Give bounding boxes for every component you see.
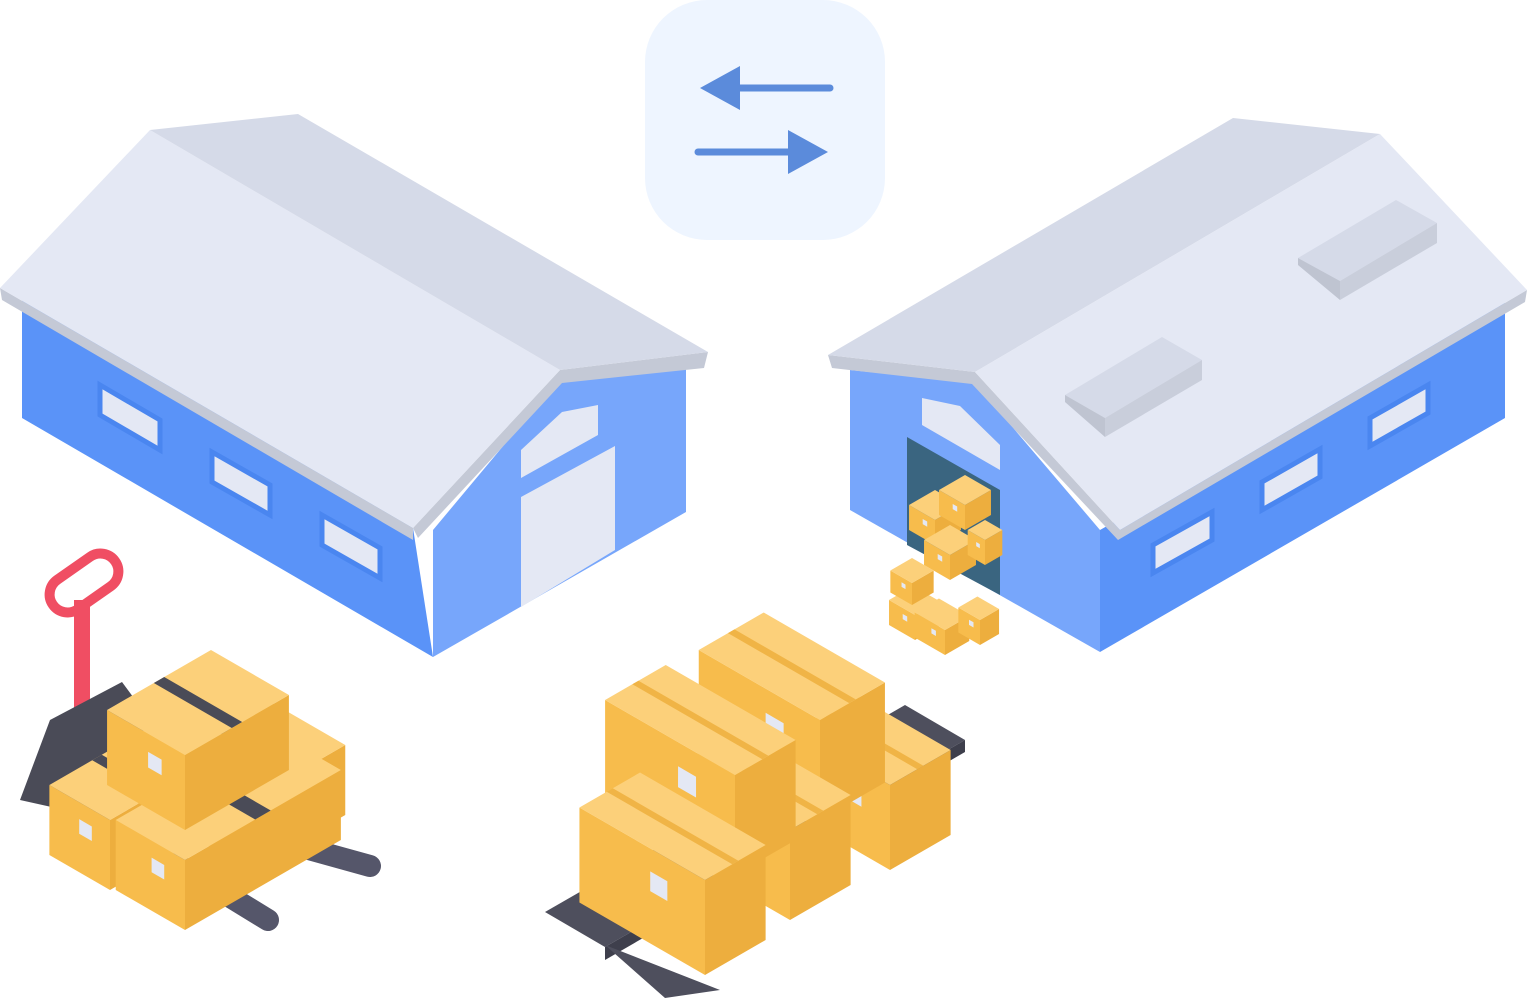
icon-tile [645, 0, 885, 240]
window [1150, 507, 1215, 578]
box-left-face [914, 612, 945, 655]
window [1367, 380, 1431, 451]
box-right-face [965, 490, 991, 530]
cardboard-box [107, 650, 289, 830]
left-warehouse [0, 114, 708, 657]
box-right-face [890, 750, 951, 870]
cardboard-box [939, 475, 991, 530]
window [97, 380, 163, 455]
box-label [952, 503, 958, 512]
box-label [931, 628, 936, 636]
box-right-face [820, 682, 885, 820]
roof-edge [0, 288, 413, 540]
box-right-face [985, 530, 1003, 565]
box-left-face [924, 540, 950, 580]
box-label [79, 819, 92, 841]
roof-left-slope [828, 118, 1380, 372]
gable-window [521, 405, 598, 478]
window [1259, 444, 1323, 515]
box-tape [606, 788, 739, 865]
door [521, 446, 615, 607]
box-label [976, 542, 980, 549]
box-left-face [579, 807, 705, 975]
pallet-jack-handle [74, 600, 90, 710]
box-label [922, 518, 928, 527]
box-right-face [980, 609, 1000, 645]
box-right-face [912, 570, 934, 605]
box-top-face [924, 525, 976, 555]
box-top-face [914, 598, 970, 630]
box-label [678, 766, 697, 798]
box-label [901, 582, 906, 590]
roof-vent [1298, 200, 1437, 300]
box-tape [153, 677, 243, 728]
arrow-left-icon [700, 66, 740, 110]
gable-window [922, 398, 1000, 470]
box-right-face [185, 770, 341, 930]
right-warehouse [828, 118, 1527, 652]
box-right-face [705, 845, 766, 975]
roof-right-slope [150, 114, 708, 370]
box-left-face [890, 570, 912, 605]
window [209, 447, 273, 520]
cardboard-box [579, 772, 766, 975]
window [319, 510, 383, 583]
box-top-face [958, 596, 1000, 620]
roof-vent [1065, 337, 1202, 437]
cardboard-box [890, 558, 934, 605]
exchange-icon [645, 0, 885, 240]
box-label [151, 857, 165, 880]
box-label [969, 619, 974, 628]
cardboard-box [958, 596, 1000, 645]
boxes-layer [49, 475, 1003, 975]
box-left-face [889, 600, 915, 640]
box-label [902, 613, 908, 622]
box-top-face [967, 520, 1003, 540]
box-left-face [939, 490, 965, 530]
box-left-face [958, 607, 980, 645]
box-left-face [967, 530, 985, 565]
box-top-face [939, 475, 991, 505]
box-label [937, 553, 943, 562]
box-left-face [107, 710, 185, 830]
box-label [148, 751, 162, 776]
roof-edge [413, 352, 708, 538]
pallet-jack-grip [44, 548, 124, 618]
box-top-face [890, 558, 934, 583]
box-tape [632, 680, 769, 760]
arrow-right-icon [788, 130, 828, 174]
box-label [650, 871, 668, 901]
box-tape [727, 629, 856, 704]
box-left-face [115, 820, 185, 930]
box-right-face [790, 795, 851, 920]
box-left-face [909, 505, 935, 545]
roof-left-slope [0, 130, 560, 528]
box-right-face [185, 695, 289, 830]
cardboard-box [967, 520, 1003, 565]
